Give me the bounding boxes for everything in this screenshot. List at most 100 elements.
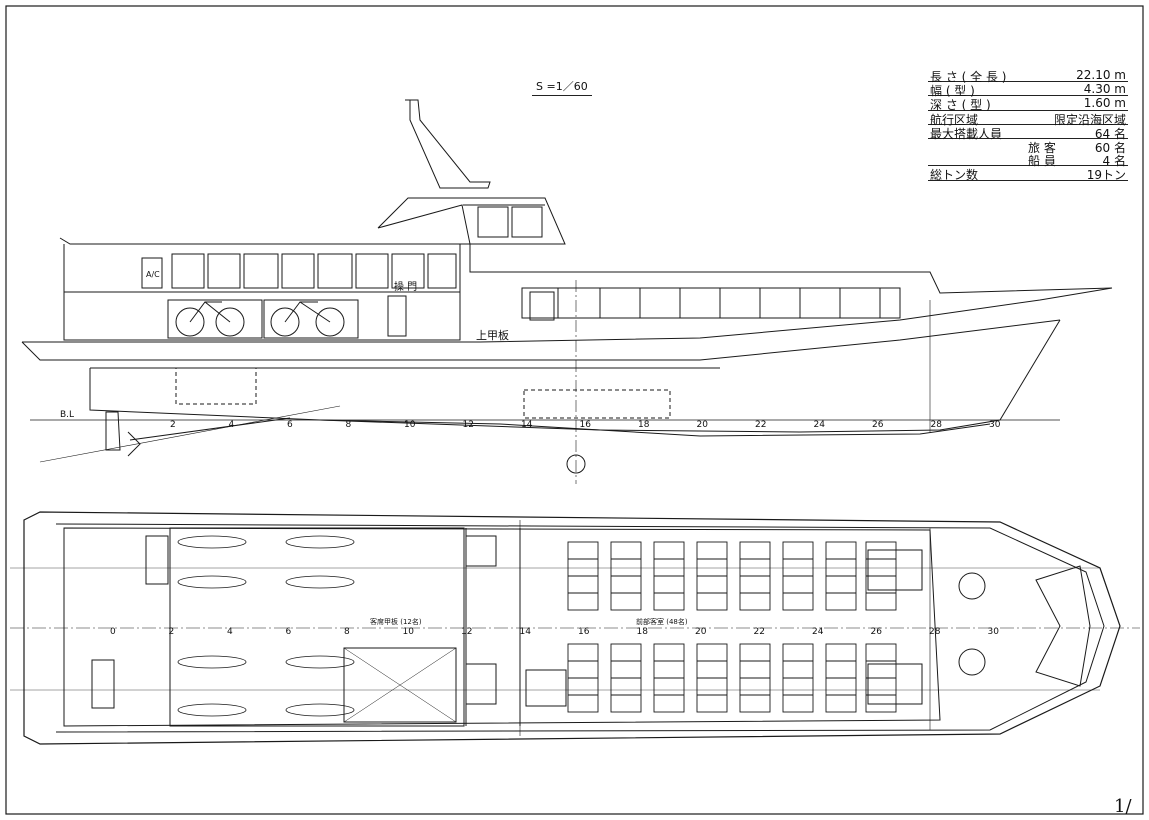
frame-number: 20 <box>695 627 707 637</box>
frame-number: 28 <box>931 420 943 430</box>
frame-number: 26 <box>872 420 884 430</box>
frame-number: 2 <box>170 420 176 430</box>
frame-number: 24 <box>812 627 824 637</box>
ac-label: A/C <box>146 270 160 279</box>
propeller <box>127 431 141 457</box>
hull-main-deck <box>21 319 1061 361</box>
spec-label: 船 員 <box>1028 154 1056 169</box>
cabin-roof <box>59 237 1113 294</box>
frame-number: 10 <box>404 420 416 430</box>
plan-bicycles <box>177 535 355 717</box>
frame-number: 14 <box>521 420 533 430</box>
spec-value: 19トン <box>1086 168 1126 183</box>
aft-cabin-windows <box>64 253 460 293</box>
spec-label: 長 さ ( 全 長 ) <box>930 70 1007 84</box>
spec-value: 限定沿海区域 <box>1053 112 1126 127</box>
profile-view <box>21 99 1113 484</box>
frame-number: 16 <box>578 627 590 637</box>
spec-value: 1.60 m <box>1083 96 1126 111</box>
bow-hatch <box>867 663 923 705</box>
ac-unit-lower <box>91 659 115 709</box>
passenger-seats <box>567 541 897 713</box>
wheelhouse <box>377 197 566 245</box>
frame-number: 22 <box>754 627 765 637</box>
wheelhouse-window <box>477 206 509 238</box>
bow-porthole <box>958 572 986 600</box>
frame-number: 16 <box>580 420 592 430</box>
plan-view <box>10 511 1140 745</box>
frame-number: 4 <box>229 420 235 430</box>
spec-label: 最大搭載人員 <box>930 126 1003 141</box>
frame-number: 12 <box>461 627 472 637</box>
page-number: 1/ <box>1114 796 1132 817</box>
ac-unit-upper <box>145 535 169 585</box>
bow-porthole <box>958 648 986 676</box>
plan-hull-outline <box>23 511 1121 745</box>
stairs-box <box>465 663 497 705</box>
spec-row: 旅 客 60 名 <box>928 139 1128 155</box>
aft-cabin-area <box>169 527 465 727</box>
frame-number: 26 <box>871 627 883 637</box>
sheet-border <box>5 5 1144 815</box>
frame-number: 6 <box>287 420 293 430</box>
frame-number: 24 <box>814 420 826 430</box>
frame-number: 12 <box>463 420 474 430</box>
drawing-scale: S =1／60 <box>532 78 592 96</box>
bow-hatch <box>867 549 923 591</box>
hull-bottom <box>89 319 1061 433</box>
aft-door <box>387 295 407 337</box>
frame-number: 14 <box>520 627 532 637</box>
spec-value: 22.10 m <box>1076 68 1126 82</box>
rudder <box>105 411 121 451</box>
spec-row: 総トン数 19トン <box>928 166 1128 183</box>
mast <box>405 99 491 189</box>
frame-number: 10 <box>403 627 415 637</box>
frame-number: 6 <box>286 627 292 637</box>
aft-cabin-label: 客席甲板 (12名) <box>370 618 422 626</box>
plan-deck-edge <box>55 523 1105 733</box>
bicycle-rack <box>167 299 359 339</box>
frame-number: 8 <box>346 420 352 430</box>
frame-number: 28 <box>929 627 941 637</box>
spec-label: 幅 ( 型 ) <box>930 84 975 99</box>
spec-row: 深 さ ( 型 ) 1.60 m <box>928 96 1128 113</box>
fuel-tank-box <box>523 389 671 419</box>
frame-number: 8 <box>344 627 350 637</box>
spec-row: 船 員 4 名 <box>928 152 1128 169</box>
toilet <box>525 669 567 707</box>
frame-number: 30 <box>988 627 1000 637</box>
spec-label: 総トン数 <box>930 168 979 183</box>
propeller-shaft <box>129 417 291 441</box>
spec-label: 旅 客 <box>1028 140 1056 155</box>
frame-number: 2 <box>169 627 175 637</box>
hull-sheer-line <box>22 287 1113 343</box>
spec-value: 4.30 m <box>1083 82 1126 97</box>
frame-number: 0 <box>110 627 116 637</box>
frame-number: 18 <box>637 627 649 637</box>
cargo-hatch <box>343 647 457 723</box>
frame-number: 30 <box>989 420 1001 430</box>
fore-cabin-windows <box>521 287 901 321</box>
plan-cabin-outline <box>63 527 941 727</box>
spec-label: 深 さ ( 型 ) <box>930 98 991 113</box>
bow-anchor-well <box>1035 565 1091 687</box>
baseline-label: B.L <box>60 410 75 420</box>
spec-value: 64 名 <box>1094 126 1126 141</box>
frame-number: 4 <box>227 627 233 637</box>
spec-row: 長 さ ( 全 長 ) 22.10 m <box>928 68 1128 84</box>
frame-number: 20 <box>697 420 709 430</box>
fore-cabin-label: 前部客室 (48名) <box>636 618 688 626</box>
frame-number: 18 <box>638 420 650 430</box>
wheelhouse-window <box>511 206 543 238</box>
shaft-line <box>39 405 341 463</box>
engine-room-box <box>175 367 257 405</box>
spec-row: 幅 ( 型 ) 4.30 m <box>928 82 1128 99</box>
upper-deck-label: 上甲板 <box>476 329 509 342</box>
stairs-box <box>465 535 497 567</box>
spec-value: 60 名 <box>1094 140 1126 155</box>
spec-value: 4 名 <box>1102 154 1126 169</box>
